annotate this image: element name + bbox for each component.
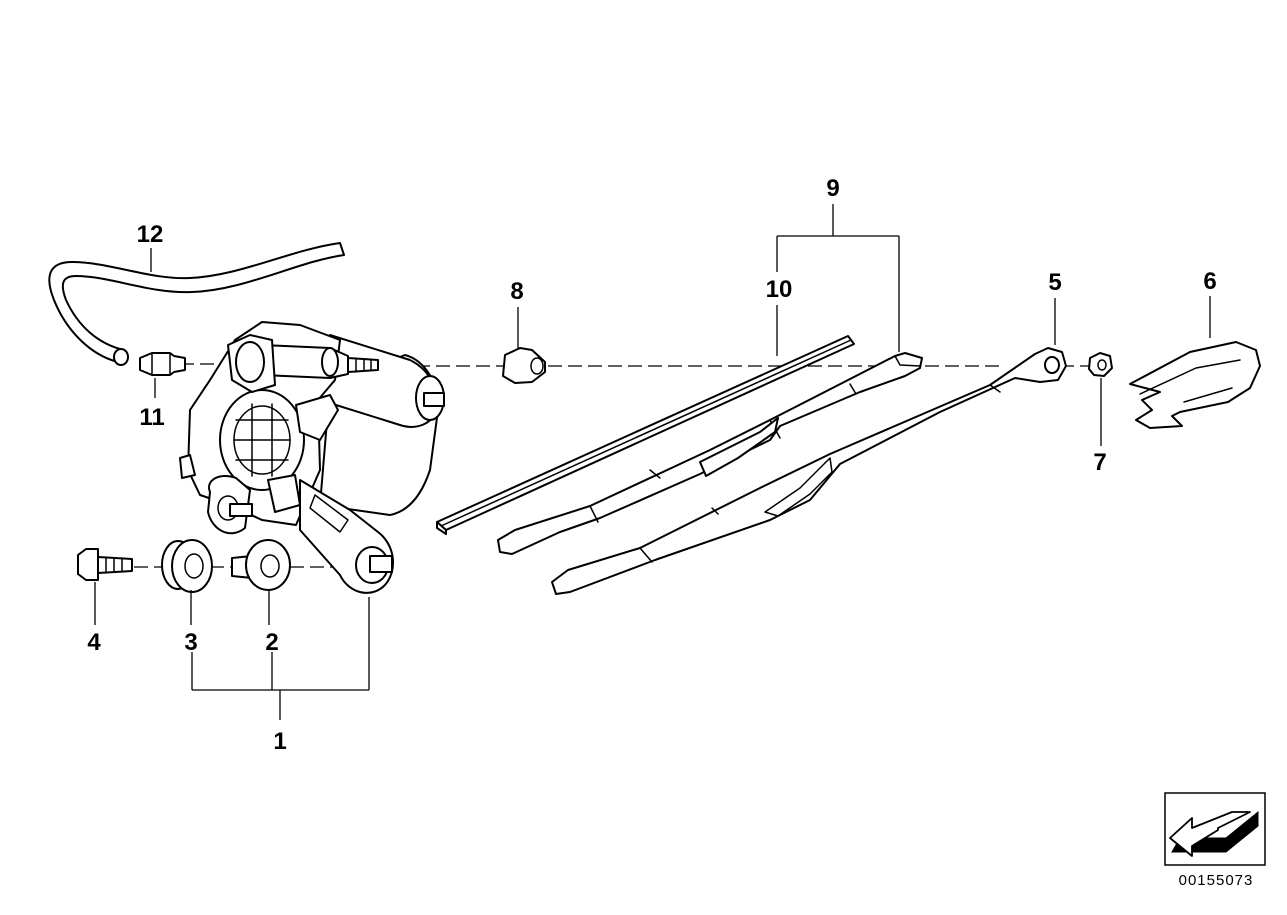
wiper-blade-part xyxy=(497,352,923,555)
wiper-motor-part xyxy=(179,321,445,594)
leader-lines xyxy=(94,204,1211,720)
callout-4: 4 xyxy=(87,629,101,656)
callout-labels: 1 2 3 4 5 6 7 8 9 10 11 12 xyxy=(87,175,1216,755)
hose-part xyxy=(48,242,345,366)
catalog-number: 00155073 xyxy=(1179,872,1254,889)
callout-11: 11 xyxy=(139,404,164,431)
bushing-part xyxy=(502,347,546,384)
bolt-part xyxy=(77,548,133,581)
spacer-part xyxy=(231,539,291,591)
callout-2: 2 xyxy=(265,629,278,656)
wiper-rubber-part xyxy=(436,335,855,535)
nozzle-connector-part xyxy=(139,352,186,376)
callout-12: 12 xyxy=(137,221,164,248)
orientation-badge: 00155073 xyxy=(1164,792,1266,889)
nut-part xyxy=(1088,352,1113,377)
callout-6: 6 xyxy=(1203,268,1216,295)
callout-7: 7 xyxy=(1093,449,1106,476)
callout-9: 9 xyxy=(826,175,839,202)
direction-arrow-icon xyxy=(1169,810,1259,857)
callout-3: 3 xyxy=(184,629,197,656)
cover-cap-part xyxy=(1129,341,1261,429)
callout-8: 8 xyxy=(510,278,523,305)
wiper-arm-part xyxy=(551,347,1067,595)
grommet-part xyxy=(161,539,213,593)
callout-10: 10 xyxy=(766,276,793,303)
callout-1: 1 xyxy=(273,728,286,755)
callout-5: 5 xyxy=(1048,269,1061,296)
